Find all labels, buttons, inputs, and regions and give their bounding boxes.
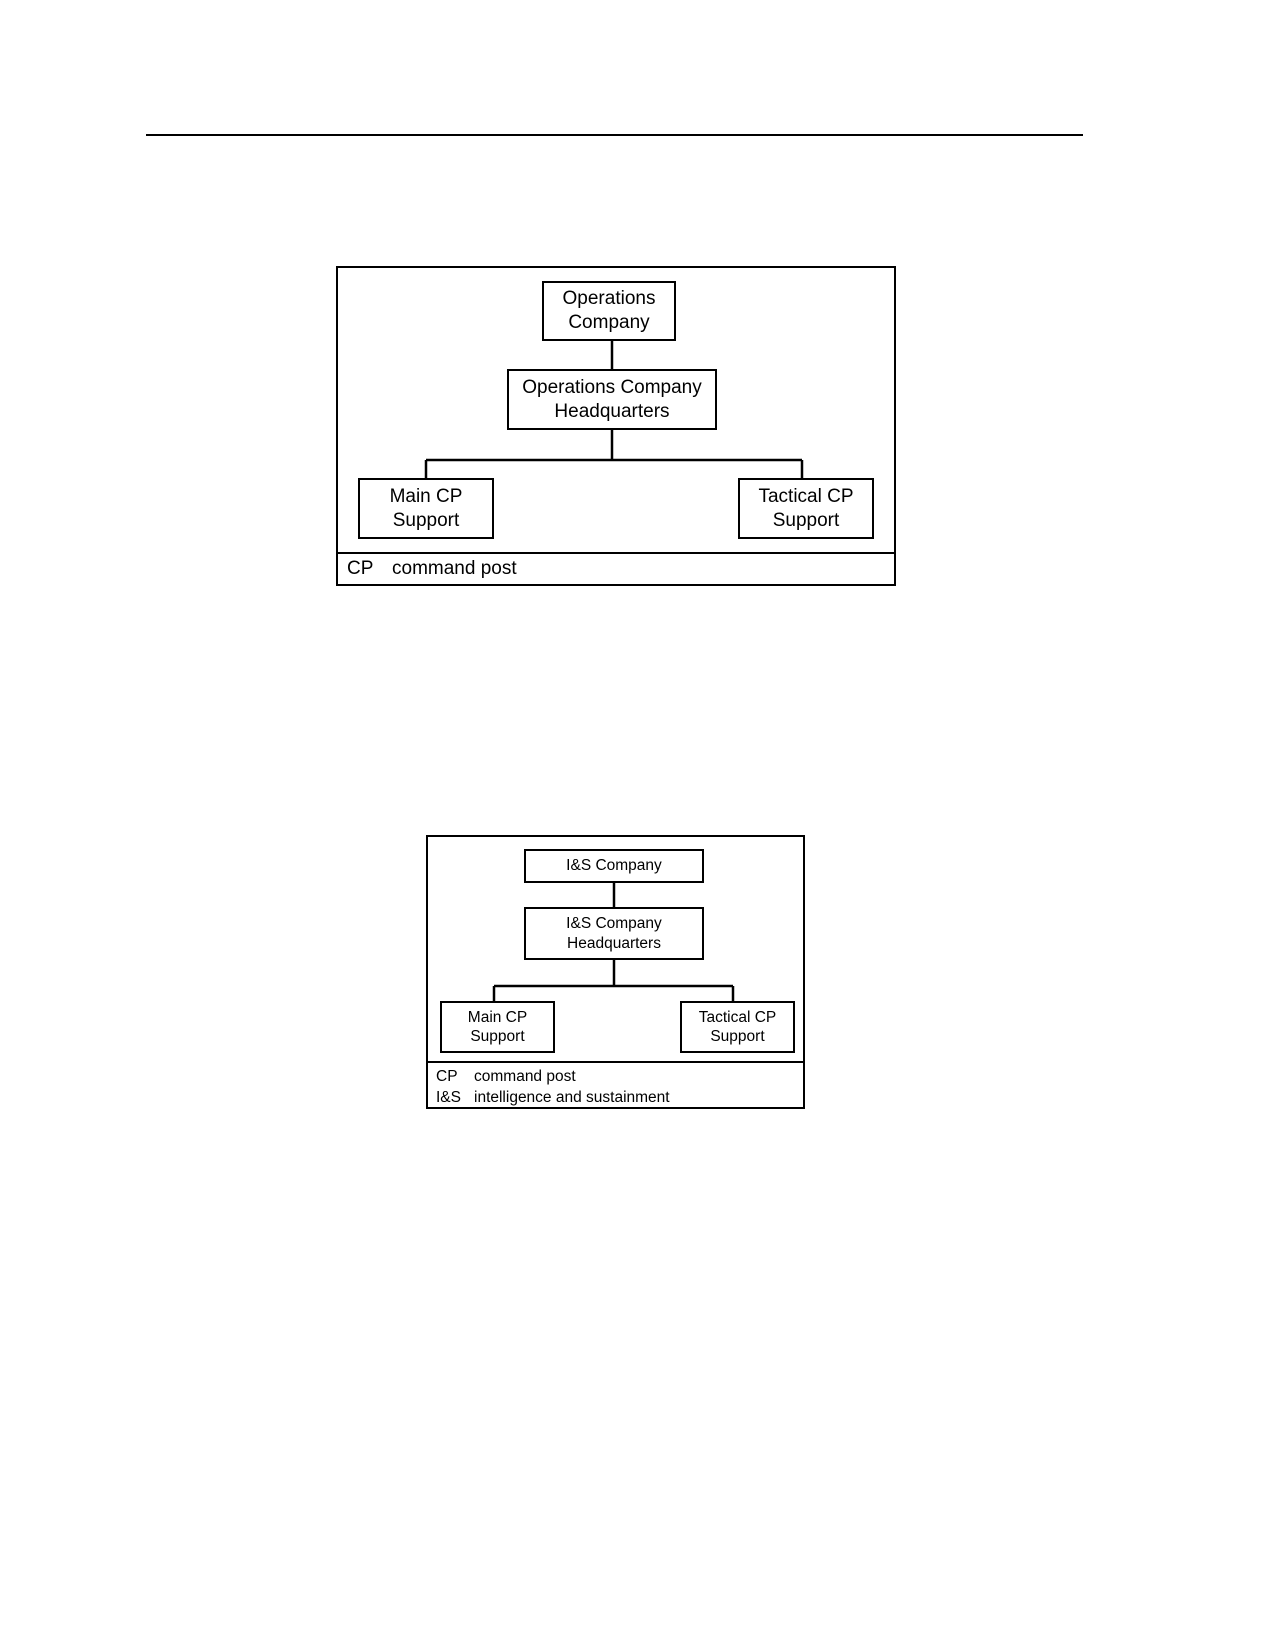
node-main-cp-support: Main CP Support <box>358 478 494 539</box>
legend-meaning: command post <box>392 558 517 579</box>
legend-meaning: command post <box>474 1068 576 1085</box>
node-main-cp-support: Main CP Support <box>440 1001 555 1053</box>
node-tactical-cp-support: Tactical CP Support <box>680 1001 795 1053</box>
legend-row: CP command post <box>436 1066 803 1087</box>
node-tactical-cp-support: Tactical CP Support <box>738 478 874 539</box>
node-operations-company-headquarters: Operations Company Headquarters <box>507 369 717 430</box>
page-header-rule <box>146 134 1083 136</box>
node-is-company: I&S Company <box>524 849 704 883</box>
org-chart-connectors <box>492 881 735 1003</box>
legend-abbreviation: CP <box>347 558 374 579</box>
is-company-org-chart: I&S Company I&S Company Headquarters Mai… <box>426 835 805 1109</box>
legend-row: CP command post <box>347 558 894 580</box>
legend: CP command post I&S intelligence and sus… <box>428 1061 803 1107</box>
legend-abbreviation: I&S <box>436 1089 461 1106</box>
node-operations-company: Operations Company <box>542 281 676 341</box>
legend-meaning: intelligence and sustainment <box>474 1089 670 1106</box>
legend: CP command post <box>338 552 894 584</box>
node-is-company-headquarters: I&S Company Headquarters <box>524 907 704 960</box>
org-chart-connectors <box>424 339 804 480</box>
legend-row: I&S intelligence and sustainment <box>436 1087 803 1108</box>
legend-abbreviation: CP <box>436 1068 458 1085</box>
operations-company-org-chart: Operations Company Operations Company He… <box>336 266 896 586</box>
